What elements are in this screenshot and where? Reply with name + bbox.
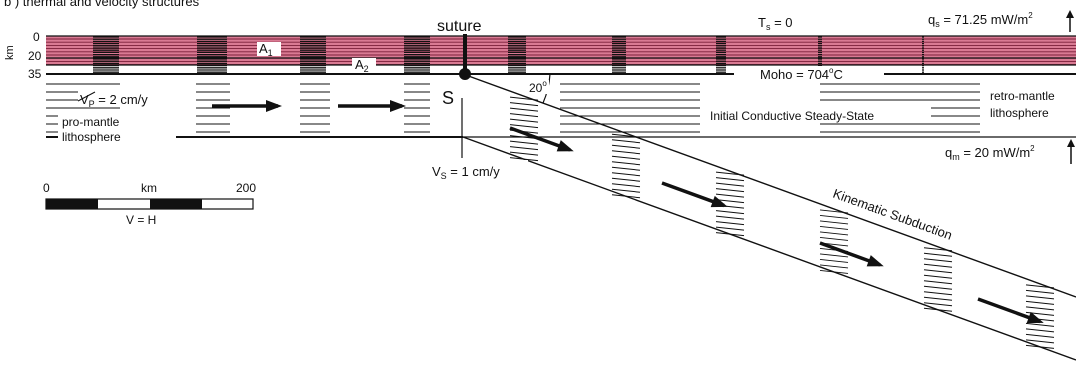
slab-hatch-line [923,252,953,257]
slab-hatch-line [611,166,641,171]
slab-hatch-line [611,139,641,144]
qs-arrow-icon [1066,10,1074,32]
angle-label: 20o [529,79,547,95]
slab-hatch-line [819,214,849,219]
slab-hatch-line [819,220,849,225]
suture-marker: suture [437,18,482,80]
suture-label: suture [437,18,482,35]
slab-hatch-line [715,177,745,182]
moho-label: Moho = 704oC [760,66,843,82]
velocity-arrow-icon [212,100,282,112]
slab-hatch-line [819,225,849,230]
slab-hatch-line [509,146,539,151]
scale-segment-3 [150,199,202,209]
slab-hatch-line [923,258,953,263]
qm-label: qm = 20 mW/m2 [945,144,1035,162]
velocity-arrow-icon [819,241,884,267]
slab-hatch-line [715,210,745,215]
slab-hatch-line [923,274,953,279]
vp-label: VP = 2 cm/y [80,92,148,109]
slab-hatch-line [715,221,745,226]
slab-hatch-line [715,188,745,193]
slab-hatch-line [509,107,539,112]
depth-axis: km 0 20 35 [4,30,42,81]
a1-label: A1 [259,41,273,58]
slab-hatch-line [611,150,641,155]
slab-hatch-line [923,302,953,307]
vs-label: VS = 1 cm/y [432,164,500,181]
scale-segment-1 [46,199,98,209]
slab-hatch-line [923,296,953,301]
slab-top-line [462,73,1076,298]
s-point-label: S [442,88,454,108]
initial-state-label: Initial Conductive Steady-State [710,109,874,123]
slab-hatch-line [923,285,953,290]
slab-hatch-line [1025,322,1055,327]
slab-hatch-line [1025,339,1055,344]
slab-hatch-line [509,102,539,107]
slab-hatch-line [819,253,849,258]
slab-hatch-line [611,172,641,177]
slab-hatch-line [819,258,849,263]
qs-label: qs = 71.25 mW/m2 [928,11,1033,29]
slab-hatch-line [611,177,641,182]
slab-hatch-line [923,280,953,285]
depth-tick-20: 20 [28,49,42,63]
retro-mantle-label-line2: lithosphere [990,106,1049,120]
qm-arrow-icon [1067,139,1075,164]
slab-hatch-line [611,183,641,188]
diagram-title: b ) thermal and velocity structures [4,0,200,9]
a2-label: A2 [355,57,369,74]
slab-hatch-line [1025,328,1055,333]
slab-hatch-line [611,144,641,149]
slab-hatch-line [1025,333,1055,338]
slab-hatch-line [611,155,641,160]
scale-unit-label: km [141,181,157,195]
slab-hatch-line [715,182,745,187]
slab-bottom-line [462,136,1076,361]
slab-hatch-line [1025,289,1055,294]
pro-mantle-label-line1: pro-mantle [62,115,120,129]
slab-hatch-line [1025,300,1055,305]
slab-hatch-line [509,118,539,123]
slab-hatch-line [819,236,849,241]
ts-label: Ts = 0 [758,15,793,32]
slab-hatch-line [509,124,539,129]
slab-hatch-line [509,151,539,156]
slab-hatch-line [715,193,745,198]
slab-hatch-line [715,199,745,204]
velocity-arrow-icon [977,297,1044,324]
velocity-arrows [212,100,1044,324]
depth-tick-0: 0 [33,30,40,44]
slab-hatch-line [715,215,745,220]
scale-end-label: 200 [236,181,256,195]
slab-hatch-line [611,188,641,193]
slab-hatch-line [1025,295,1055,300]
slab-hatch-line [611,161,641,166]
depth-axis-unit: km [4,45,16,60]
crust-velocity-columns [93,36,924,73]
slab-hatch-line [819,231,849,236]
slab-hatch-line [509,140,539,145]
slab-hatch-line [1025,306,1055,311]
slab-hatch-line [923,269,953,274]
scale-note: V = H [126,213,156,227]
slab-hatch-line [923,291,953,296]
scale-start-label: 0 [43,181,50,195]
pro-mantle-label-line2: lithosphere [62,130,121,144]
slab-hatch-line [819,264,849,269]
depth-tick-35: 35 [28,67,42,81]
velocity-arrow-icon [509,126,574,152]
velocity-arrow-icon [338,100,406,112]
slab-hatch-line [923,263,953,268]
velocity-arrow-icon [661,181,728,208]
scale-bar: 0 km 200 V = H [43,181,256,227]
slab-hatch-line [509,113,539,118]
s-point-dot [459,68,471,80]
slab-hatch-line [715,226,745,231]
retro-mantle-label-line1: retro-mantle [990,89,1055,103]
vp-leader-line [77,91,96,102]
slab-hatch-lines [509,96,1055,349]
